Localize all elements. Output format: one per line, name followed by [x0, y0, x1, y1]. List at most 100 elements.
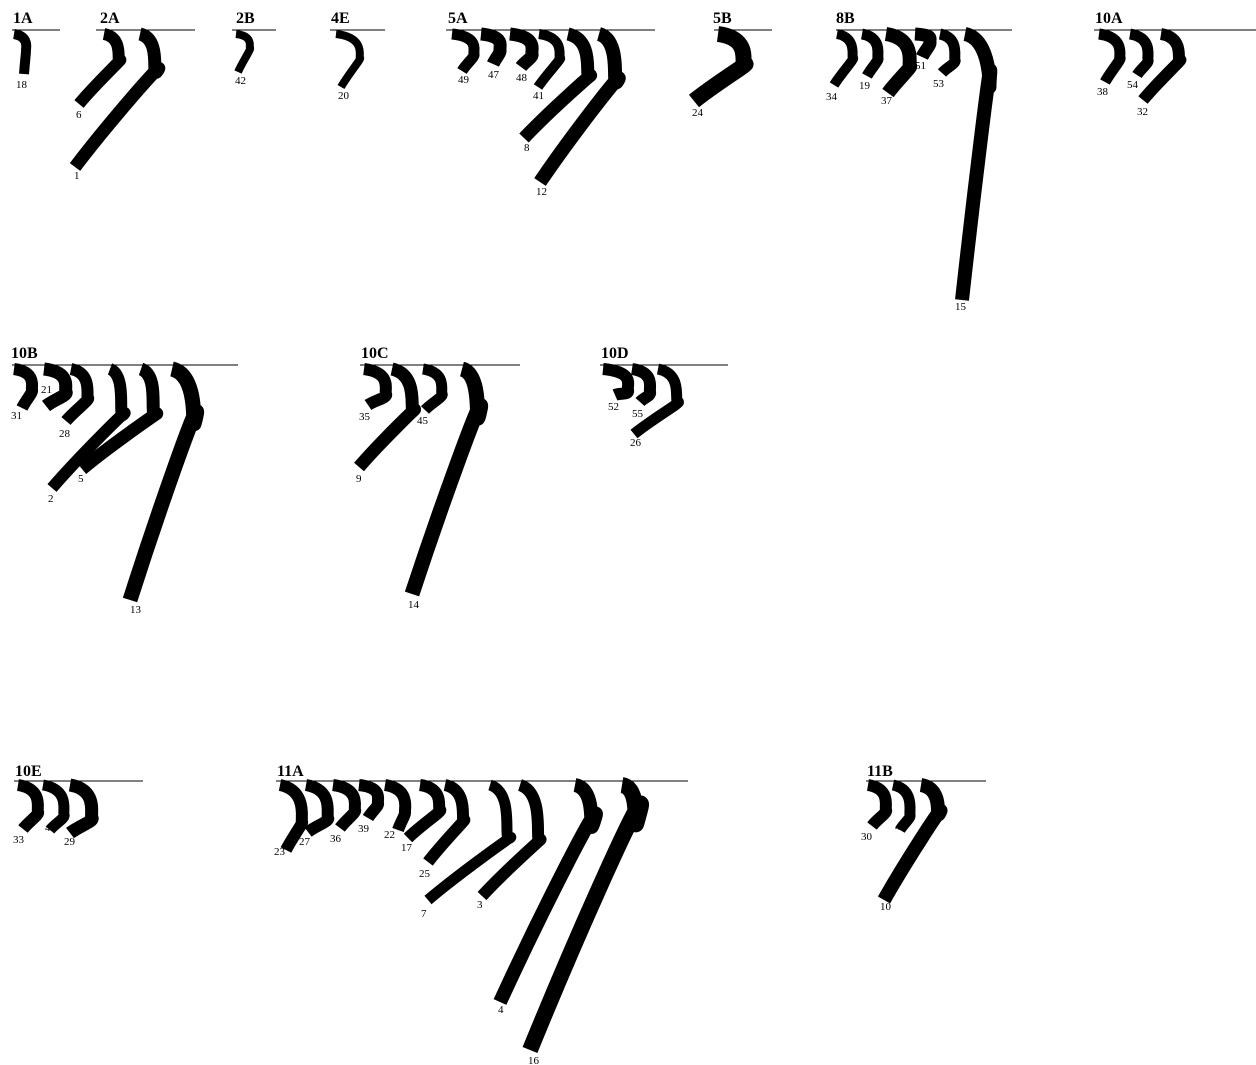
tooth-number: 22 [384, 829, 395, 841]
tooth-number: 27 [299, 836, 311, 848]
tooth-shape-18 [14, 34, 26, 74]
group-label: 2A [100, 10, 120, 27]
tooth-number: 1 [74, 170, 80, 182]
tooth-number: 14 [408, 599, 420, 611]
group-label: 2B [236, 10, 255, 27]
tooth-number: 26 [630, 437, 642, 449]
tooth-shape-34 [834, 34, 853, 85]
tooth-shape-38 [1099, 34, 1120, 82]
group-2a: 2A 6 1 [74, 10, 195, 182]
tooth-shape-36 [333, 785, 355, 828]
tooth-number: 8 [524, 142, 530, 154]
tooth-number: 36 [330, 833, 342, 845]
tooth-number: 31 [11, 410, 22, 422]
tooth-number: 18 [16, 79, 28, 91]
tooth-number: 9 [356, 473, 362, 485]
tooth-shape-41 [538, 34, 560, 87]
group-10c: 10C 35 9 45 14 [356, 345, 520, 611]
tooth-shape-17 [408, 785, 440, 838]
tooth-number: 4 [498, 1004, 504, 1016]
tooth-number: 13 [130, 604, 142, 616]
group-5a: 5A 49 47 48 41 8 12 [446, 10, 655, 198]
tooth-number: 15 [955, 301, 967, 313]
group-label: 8B [836, 10, 855, 27]
group-label: 11A [277, 763, 304, 780]
tooth-number: 21 [41, 384, 52, 396]
tooth-number: 47 [488, 69, 500, 81]
tooth-shape-24 [694, 34, 745, 101]
tooth-shape-4 [500, 785, 596, 1002]
tooth-number: 3 [477, 899, 483, 911]
tooth-shape-54 [1130, 34, 1148, 75]
group-11b: 11B 30 44 10 [861, 763, 986, 913]
tooth-shape-45 [423, 369, 442, 410]
group-label: 10B [11, 345, 38, 362]
group-10e: 10E 33 43 29 [13, 763, 143, 848]
tooth-number: 30 [861, 831, 873, 843]
tooth-number: 23 [274, 846, 286, 858]
tooth-number: 7 [421, 908, 427, 920]
tooth-number: 19 [859, 80, 871, 92]
tooth-number: 16 [528, 1055, 540, 1065]
tooth-shape-15 [962, 34, 990, 300]
tooth-shape-30 [868, 785, 886, 826]
group-label: 10C [361, 345, 389, 362]
group-label: 1A [13, 10, 33, 27]
tooth-number: 32 [1137, 106, 1148, 118]
tooth-shape-27 [306, 785, 328, 832]
group-label: 10A [1095, 10, 1123, 27]
tooth-shape-52 [603, 369, 628, 395]
tooth-shape-51 [915, 34, 930, 57]
tooth-number: 34 [826, 91, 838, 103]
group-10a: 10A385432 [1094, 10, 1256, 118]
tooth-shape-29 [70, 785, 92, 833]
group-label: 10D [601, 345, 629, 362]
tooth-number: 49 [458, 74, 470, 86]
tooth-number: 2 [48, 493, 54, 505]
tooth-number: 33 [13, 834, 25, 846]
tooth-number: 37 [881, 95, 893, 107]
tooth-number: 20 [338, 90, 350, 102]
tooth-number: 6 [76, 109, 82, 121]
tooth-shape-48 [510, 34, 532, 67]
tooth-shape-13 [130, 369, 197, 600]
group-label: 10E [15, 763, 42, 780]
group-2b: 2B 42 [232, 10, 276, 87]
tooth-number: 45 [417, 415, 429, 427]
tooth-number: 17 [401, 842, 413, 854]
tooth-number: 29 [64, 836, 76, 848]
tooth-shape-55 [632, 369, 650, 402]
tooth-number: 55 [632, 408, 644, 420]
tooth-shape-49 [452, 34, 474, 71]
tooth-shape-22 [385, 785, 405, 830]
tooth-shape-39 [359, 785, 378, 818]
tooth-shape-35 [364, 369, 386, 405]
group-4e: 4E 20 [330, 10, 385, 102]
tooth-shape-37 [886, 34, 910, 93]
tooth-shape-33 [18, 785, 38, 829]
tooth-number: 10 [880, 901, 892, 913]
tooth-shape-47 [481, 34, 500, 64]
tooth-number: 43 [45, 822, 57, 834]
tooth-number: 48 [516, 72, 528, 84]
tooth-shape-42 [236, 34, 250, 72]
tooth-number: 35 [359, 411, 371, 423]
tooth-number: 41 [533, 90, 544, 102]
tooth-number: 51 [915, 60, 926, 72]
tooth-number: 5 [78, 473, 84, 485]
tooth-number: 12 [536, 186, 547, 198]
group-label: 11B [867, 763, 893, 780]
tooth-shape-53 [940, 34, 955, 73]
tooth-number: 39 [358, 823, 370, 835]
tooth-number: 44 [895, 821, 907, 833]
tooth-shape-20 [336, 34, 360, 87]
group-label: 4E [331, 10, 350, 27]
group-label: 5A [448, 10, 468, 27]
tooth-number: 42 [235, 75, 246, 87]
tooth-number: 24 [692, 107, 704, 119]
